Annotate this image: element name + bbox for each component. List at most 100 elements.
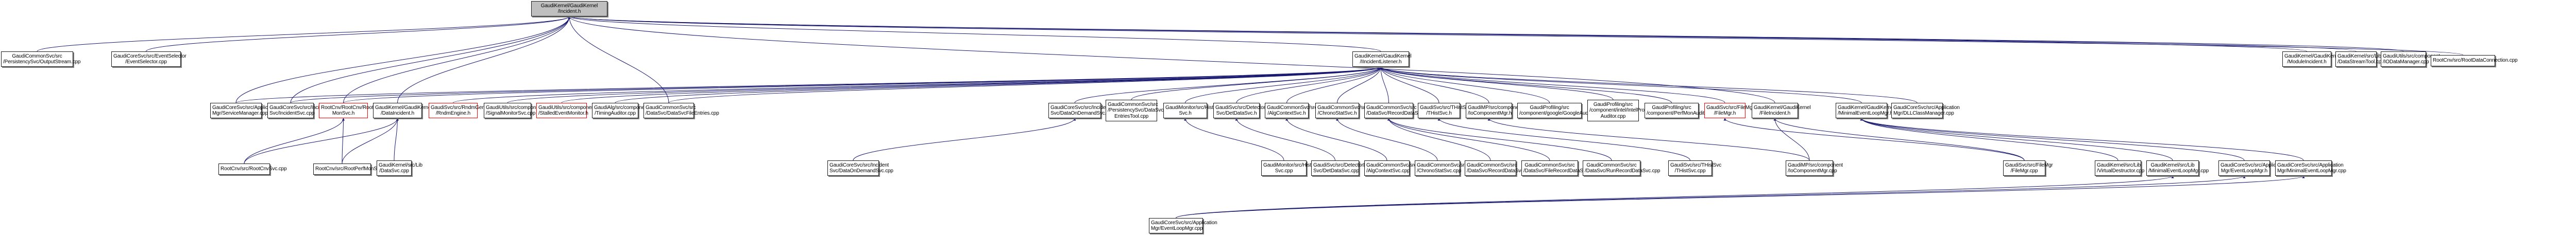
graph-node[interactable]: GaudiCommonSvc/src /ChronoStatSvc.cpp [1415, 160, 1467, 176]
graph-edge [568, 16, 1775, 103]
node-label: GaudiKernel/GaudiKernel /FileIncident.h [1754, 104, 1811, 117]
node-label: GaudiSvc/src/RndmGenSvc /RndmEngine.h [431, 104, 494, 117]
graph-node[interactable]: GaudiMP/src/component /IoComponentMgr.h [1466, 103, 1523, 118]
graph-node[interactable]: GaudiMonitor/src/History Svc.h [1163, 103, 1221, 118]
graph-node[interactable]: GaudiUtils/src/component /SignalMonitorS… [484, 103, 543, 118]
graph-node[interactable]: GaudiKernel/GaudiKernel /MinimalEventLoo… [1836, 103, 1895, 118]
graph-edge [1437, 118, 1690, 161]
graph-edge [1184, 118, 1284, 161]
graph-edge [1176, 175, 2174, 219]
graph-edge [1379, 66, 1389, 103]
graph-edge [290, 16, 571, 103]
graph-edge [1379, 66, 1725, 103]
graph-root-node[interactable]: GaudiKernel/GaudiKernel /Incident.h [531, 1, 607, 16]
graph-node[interactable]: GaudiKernel/src/Lib /DataSvc.cpp [377, 160, 422, 176]
graph-node[interactable]: GaudiProfiling/src /component/intel/Inte… [1587, 100, 1653, 121]
graph-node[interactable]: GaudiCommonSvc/src /DataSvc/RecordDataSv… [1465, 160, 1533, 176]
graph-edge [853, 118, 1076, 161]
graph-node[interactable]: GaudiCommonSvc/src /DataSvc/RunRecordDat… [1583, 160, 1660, 176]
node-label: GaudiSvc/src/THistSvc /THistSvc.h [1420, 104, 1471, 117]
node-label: GaudiKernel/src/Lib /DataSvc.cpp [379, 162, 422, 174]
graph-node[interactable]: GaudiCommonSvc/src /PersistencySvc/DataS… [1106, 100, 1172, 121]
graph-node[interactable]: GaudiCommonSvc/src /ChronoStatSvc.h [1315, 103, 1367, 118]
graph-node[interactable]: GaudiCoreSvc/src/Application Mgr/EventLo… [2218, 160, 2287, 176]
graph-node[interactable]: GaudiCoreSvc/src/Incident Svc/DataOnDema… [827, 160, 893, 176]
graph-node[interactable]: GaudiUtils/src/component /IODataManager.… [2381, 51, 2440, 67]
graph-edge [343, 16, 571, 103]
node-label: RootCnv/src/RootPerfMonSvc.cpp [315, 166, 392, 172]
graph-node[interactable]: GaudiSvc/src/FileMgr /FileMgr.cpp [2003, 160, 2053, 176]
graph-node[interactable]: GaudiMonitor/src/History Svc.cpp [1261, 160, 1318, 176]
graph-node[interactable]: GaudiProfiling/src /component/google/Goo… [1517, 103, 1604, 118]
graph-node[interactable]: GaudiCoreSvc/src/Application Mgr/Service… [210, 103, 279, 118]
graph-node[interactable]: GaudiCoreSvc/src/Application Mgr/Minimal… [2275, 160, 2346, 176]
node-label: GaudiMP/src/component /IoComponentMgr.h [1468, 104, 1523, 117]
graph-node[interactable]: RootCnv/src/RootPerfMonSvc.cpp [313, 164, 392, 175]
node-label: GaudiKernel/src/Lib /DataStreamTool.cpp [2337, 53, 2384, 65]
graph-node[interactable]: RootCnv/src/RootCnvSvc.cpp [218, 164, 287, 175]
graph-node[interactable]: GaudiProfiling/src /component/PerfMonAud… [1645, 103, 1718, 118]
node-label: GaudiMonitor/src/History Svc.cpp [1263, 162, 1318, 174]
graph-edge [290, 66, 1382, 103]
node-label: GaudiCoreSvc/src/Application Mgr/EventLo… [1151, 220, 1217, 232]
graph-node[interactable]: GaudiCommonSvc/src /DataSvc/RecordDataSv… [1364, 103, 1428, 118]
graph-edge [561, 66, 1382, 103]
graph-node[interactable]: RootCnv/RootCnv/RootPerf MonSvc.h [319, 103, 382, 118]
graph-edge [1860, 118, 2119, 161]
graph-edge [1387, 118, 1550, 161]
graph-edge [244, 118, 345, 164]
graph-edge [453, 66, 1382, 103]
graph-edge [1176, 175, 2246, 219]
node-label: GaudiCoreSvc/src/EventSelector /EventSel… [113, 53, 187, 65]
graph-node[interactable]: GaudiKernel/src/Lib /DataStreamTool.cpp [2335, 51, 2384, 67]
graph-node[interactable]: GaudiCoreSvc/src/Incident Svc/DataOnDema… [1048, 103, 1110, 118]
graph-node[interactable]: GaudiCommonSvc/src /AlgContextSvc.h [1265, 103, 1317, 118]
graph-node[interactable]: GaudiKernel/GaudiKernel /DataIncident.h [373, 103, 432, 118]
node-label: GaudiCoreSvc/src/Incident Svc/DataOnDema… [829, 162, 893, 174]
graph-edge [1387, 118, 1491, 161]
graph-edge [1235, 118, 1335, 161]
graph-node[interactable]: GaudiSvc/src/RndmGenSvc /RndmEngine.h [429, 103, 494, 118]
graph-node[interactable]: GaudiAlg/src/components /TimingAuditor.c… [592, 103, 651, 118]
graph-node[interactable]: GaudiCoreSvc/src/Application Mgr/DLLClas… [1891, 103, 1960, 118]
node-label: GaudiUtils/src/component /StalledEventMo… [538, 104, 596, 117]
graph-node[interactable]: GaudiSvc/src/THistSvc /THistSvc.cpp [1668, 160, 1721, 176]
graph-edge [1379, 66, 1672, 103]
graph-node[interactable]: GaudiSvc/src/DetectorData Svc/DetDataSvc… [1213, 103, 1276, 118]
graph-node[interactable]: GaudiKernel/src/Lib /MinimalEventLoopMgr… [2146, 160, 2209, 176]
graph-edge [1337, 66, 1382, 103]
node-label: GaudiProfiling/src /component/intel/Inte… [1589, 101, 1653, 119]
graph-edge [342, 118, 345, 164]
graph-edge [1379, 66, 1862, 103]
graph-node[interactable]: GaudiUtils/src/component /StalledEventMo… [536, 103, 596, 118]
graph-node[interactable]: GaudiCommonSvc/src /DataSvc/DataSvcFileE… [643, 103, 719, 118]
graph-edge [1236, 66, 1382, 103]
graph-node[interactable]: GaudiSvc/src/DetectorData Svc/DetDataSvc… [1311, 160, 1374, 176]
graph-edge [1379, 66, 1489, 103]
graph-node[interactable]: GaudiKernel/GaudiKernel /IIncidentListen… [1352, 51, 1412, 67]
graph-edge [568, 16, 2307, 52]
graph-edge [37, 16, 571, 52]
graph-node[interactable]: GaudiCoreSvc/src/EventSelector /EventSel… [111, 51, 187, 67]
graph-node[interactable]: GaudiCoreSvc/src/Incident Svc/IncidentSv… [267, 103, 329, 118]
graph-node[interactable]: GaudiCommonSvc/src /AlgContextSvc.cpp [1364, 160, 1416, 176]
graph-node[interactable]: GaudiCoreSvc/src/Application Mgr/EventLo… [1149, 218, 1217, 233]
graph-node[interactable]: GaudiKernel/GaudiKernel /ModuleIncident.… [2282, 51, 2342, 67]
graph-edge [1773, 118, 2025, 161]
graph-node[interactable]: GaudiCommonSvc/src /DataSvc/FileRecordDa… [1521, 160, 1598, 176]
node-label: GaudiCoreSvc/src/Application Mgr/Service… [212, 104, 279, 117]
graph-node[interactable]: GaudiKernel/GaudiKernel /FileIncident.h [1752, 103, 1811, 118]
graph-node[interactable]: GaudiKernel/src/Lib /VirtualDestructor.c… [2095, 160, 2144, 176]
graph-edge [568, 16, 2357, 52]
node-label: GaudiCommonSvc/src /DataSvc/DataSvcFileE… [646, 104, 719, 117]
node-label: GaudiCommonSvc/src /DataSvc/RecordDataSv… [1467, 162, 1533, 174]
graph-node[interactable]: GaudiMP/src/component /IoComponentMgr.cp… [1786, 160, 1843, 176]
graph-node[interactable]: GaudiSvc/src/THistSvc /THistSvc.h [1418, 103, 1471, 118]
node-label: GaudiCommonSvc/src /DataSvc/RecordDataSv… [1366, 104, 1428, 117]
node-label: GaudiProfiling/src /component/google/Goo… [1519, 104, 1604, 117]
graph-edge [1336, 118, 1438, 161]
graph-node[interactable]: GaudiCommonSvc/src /PersistencySvc/Outpu… [1, 51, 80, 67]
graph-node[interactable]: RootCnv/src/RootDataConnection.cpp [2431, 55, 2518, 66]
graph-node[interactable]: GaudiSvc/src/FileMgr /FileMgr.h [1704, 103, 1754, 118]
